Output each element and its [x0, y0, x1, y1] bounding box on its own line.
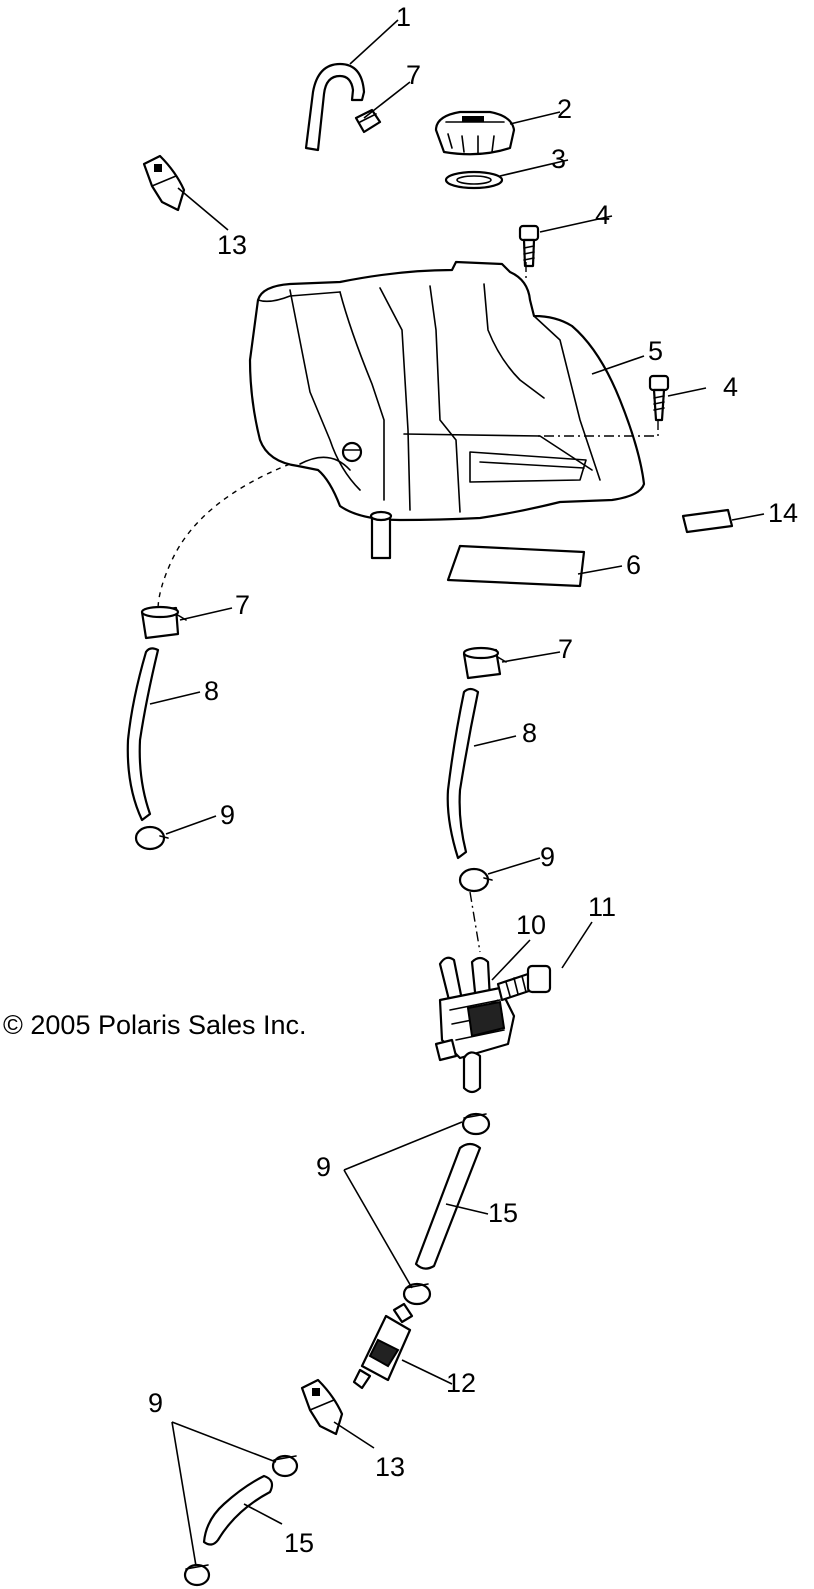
callout-8: 8	[522, 718, 537, 748]
decal-part	[446, 544, 586, 588]
callout-7: 7	[558, 634, 573, 664]
copyright-notice: © 2005 Polaris Sales Inc.	[3, 1010, 307, 1040]
callout-5: 5	[648, 336, 663, 366]
fuel-hose-part	[414, 1142, 482, 1270]
screw-part	[496, 964, 552, 1002]
hose-clamp-part	[183, 1563, 211, 1587]
clamp-part	[140, 605, 187, 640]
leader-lines	[149, 19, 765, 1567]
clamp-part	[354, 108, 382, 134]
fuel-cap-part	[434, 110, 516, 156]
alignment-line	[469, 891, 481, 953]
callout-9: 9	[540, 842, 555, 872]
fuel-hose-part	[446, 687, 480, 860]
callout-7: 7	[235, 590, 250, 620]
callout-2: 2	[557, 94, 572, 124]
callout-15: 15	[488, 1198, 518, 1228]
foam-strip-part	[681, 508, 734, 534]
callout-9: 9	[316, 1152, 331, 1182]
vent-hose-part	[304, 62, 366, 152]
fuel-valve-part	[434, 956, 516, 1094]
callout-10: 10	[516, 910, 546, 940]
hose-clamp-part	[461, 1112, 491, 1136]
callout-8: 8	[204, 676, 219, 706]
hose-clamp-part	[402, 1282, 432, 1306]
bolt-part	[648, 374, 670, 422]
callout-4: 4	[595, 200, 610, 230]
hose-clamp-part	[271, 1454, 299, 1478]
callout-12: 12	[446, 1368, 476, 1398]
callout-13: 13	[217, 230, 247, 260]
gasket-part	[444, 170, 504, 190]
fuel-filter-part	[352, 1302, 414, 1390]
callout-14: 14	[768, 498, 798, 528]
callout-3: 3	[551, 144, 566, 174]
fuel-hose-part	[126, 647, 160, 822]
callout-9: 9	[220, 800, 235, 830]
hose-clamp-part	[134, 825, 169, 851]
callout-7: 7	[406, 60, 421, 90]
callout-6: 6	[626, 550, 641, 580]
callout-11: 11	[588, 892, 616, 922]
callout-4: 4	[723, 372, 738, 402]
callout-1: 1	[396, 2, 411, 32]
hose-clip-part	[300, 1378, 344, 1436]
alignment-line	[485, 999, 499, 1007]
fuel-hose-part	[202, 1474, 274, 1546]
dashed-routing-line	[157, 463, 291, 611]
hose-clip-part	[142, 154, 186, 212]
fuel-tank-part	[248, 260, 646, 522]
bolt-part	[518, 224, 540, 268]
hose-clamp-part	[458, 867, 493, 893]
tank-outlet-nipple	[369, 510, 393, 560]
bolt-alignment-line	[534, 420, 659, 437]
callout-9: 9	[148, 1388, 163, 1418]
callout-13: 13	[375, 1452, 405, 1482]
clamp-part	[462, 646, 507, 680]
callout-15: 15	[284, 1528, 314, 1558]
